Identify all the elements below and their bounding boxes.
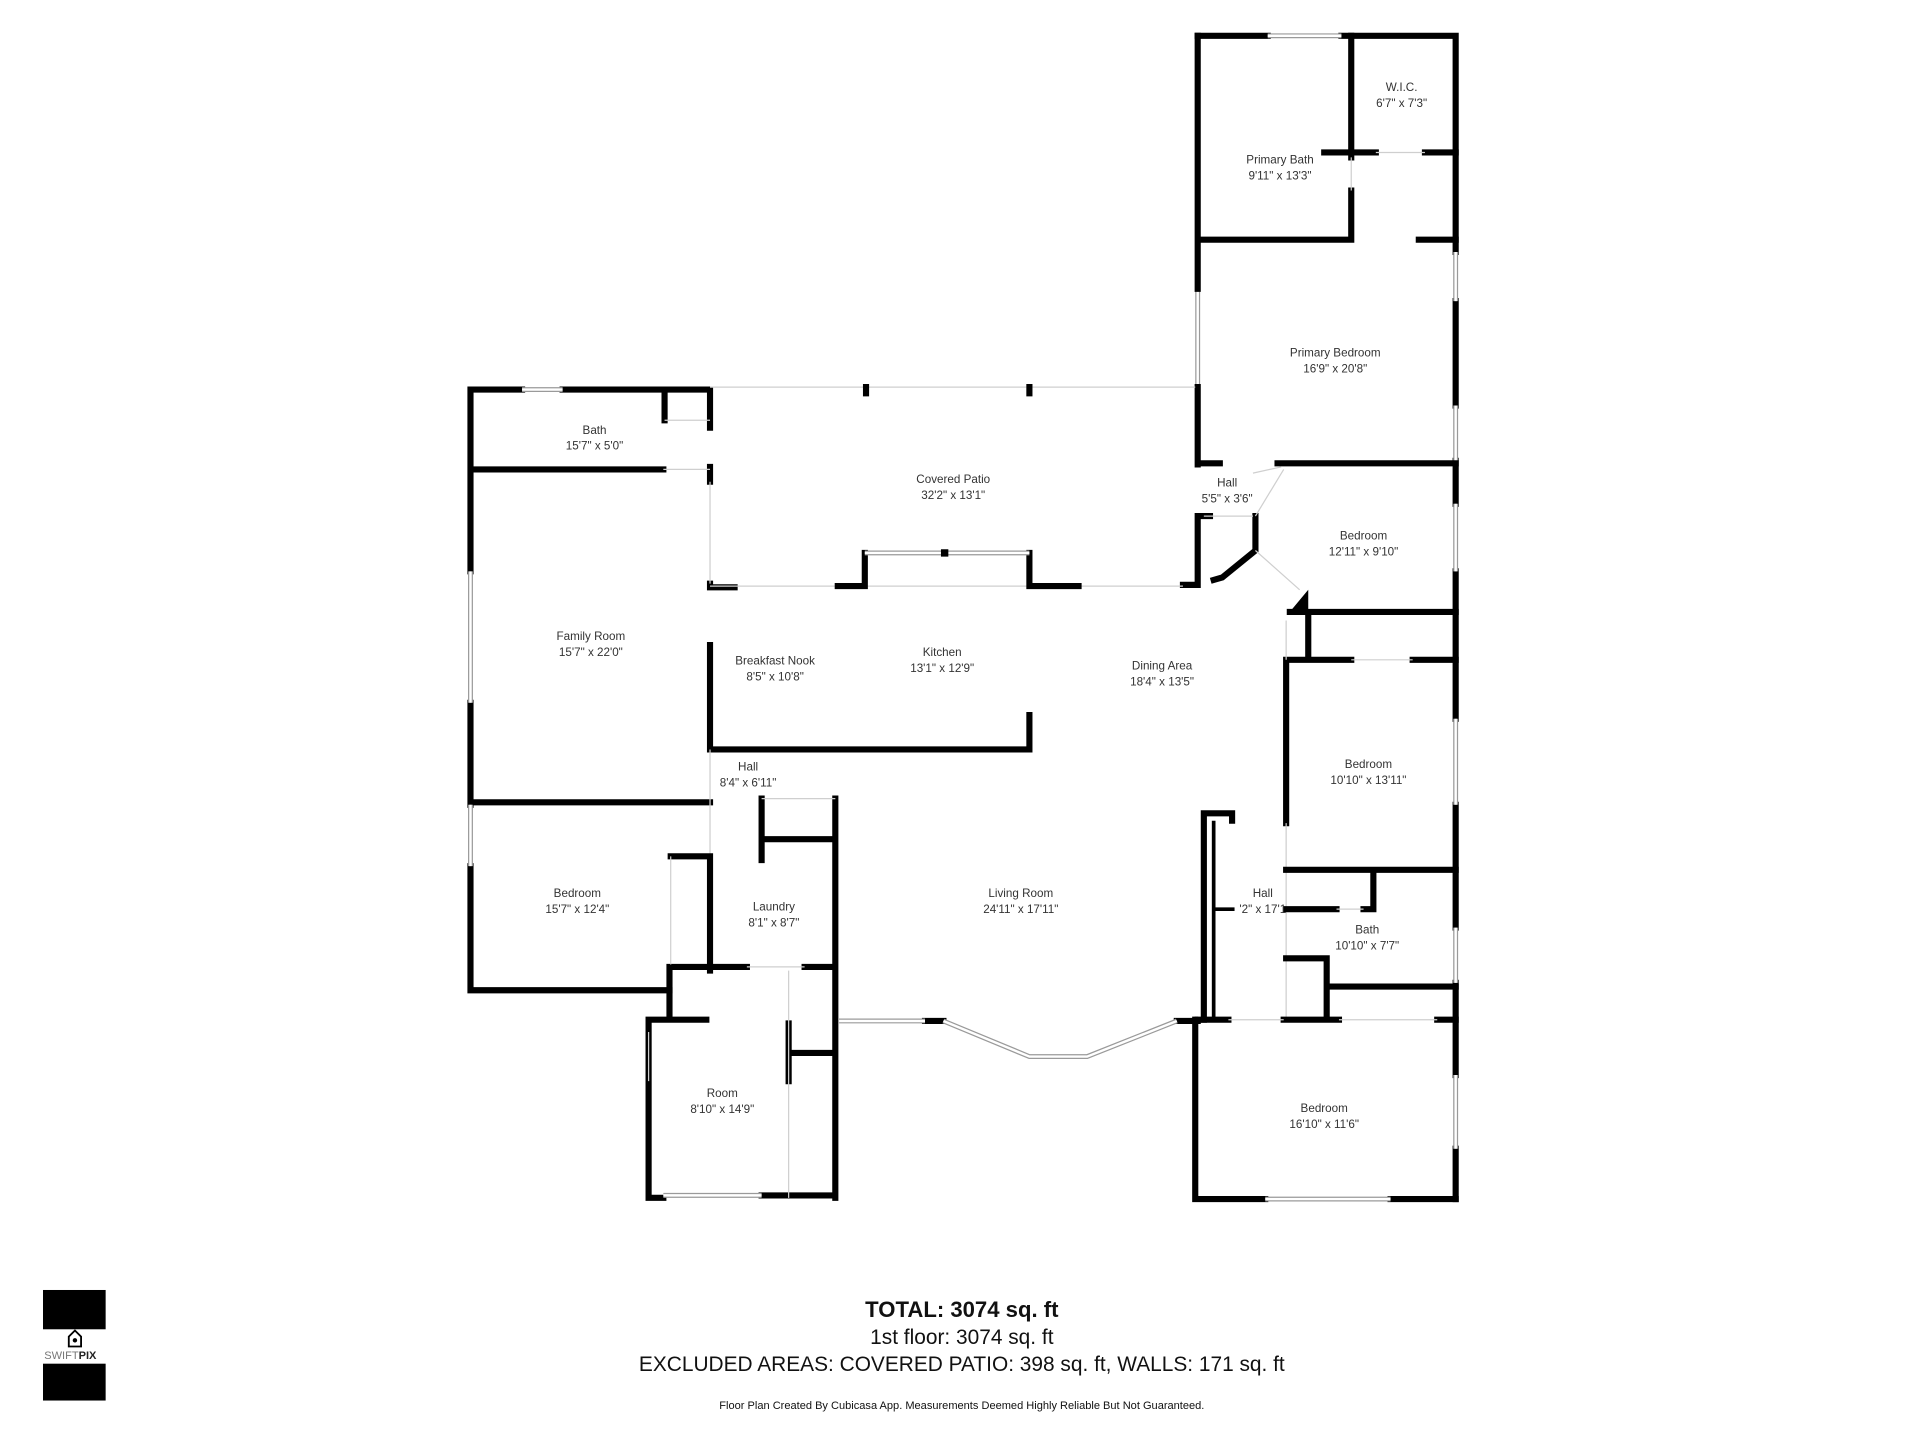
swiftpix-logo: SWIFTPIX [42,1289,106,1401]
walls [467,32,1459,1203]
total-area: TOTAL: 3074 sq. ft [865,1297,1059,1322]
area-summary: TOTAL: 3074 sq. ft 1st floor: 3074 sq. f… [639,1297,1285,1412]
floor-area: 1st floor: 3074 sq. ft [870,1326,1054,1349]
disclaimer: Floor Plan Created By Cubicasa App. Meas… [719,1400,1204,1412]
svg-text:SWIFTPIX: SWIFTPIX [44,1350,97,1362]
room-hall-3: Hall'2" x 17'1 [1239,887,1286,916]
house-camera-icon [67,1329,82,1348]
room-wic: W.I.C.6'7" x 7'3" [1376,81,1427,110]
excluded-areas: EXCLUDED AREAS: COVERED PATIO: 398 sq. f… [639,1353,1285,1376]
